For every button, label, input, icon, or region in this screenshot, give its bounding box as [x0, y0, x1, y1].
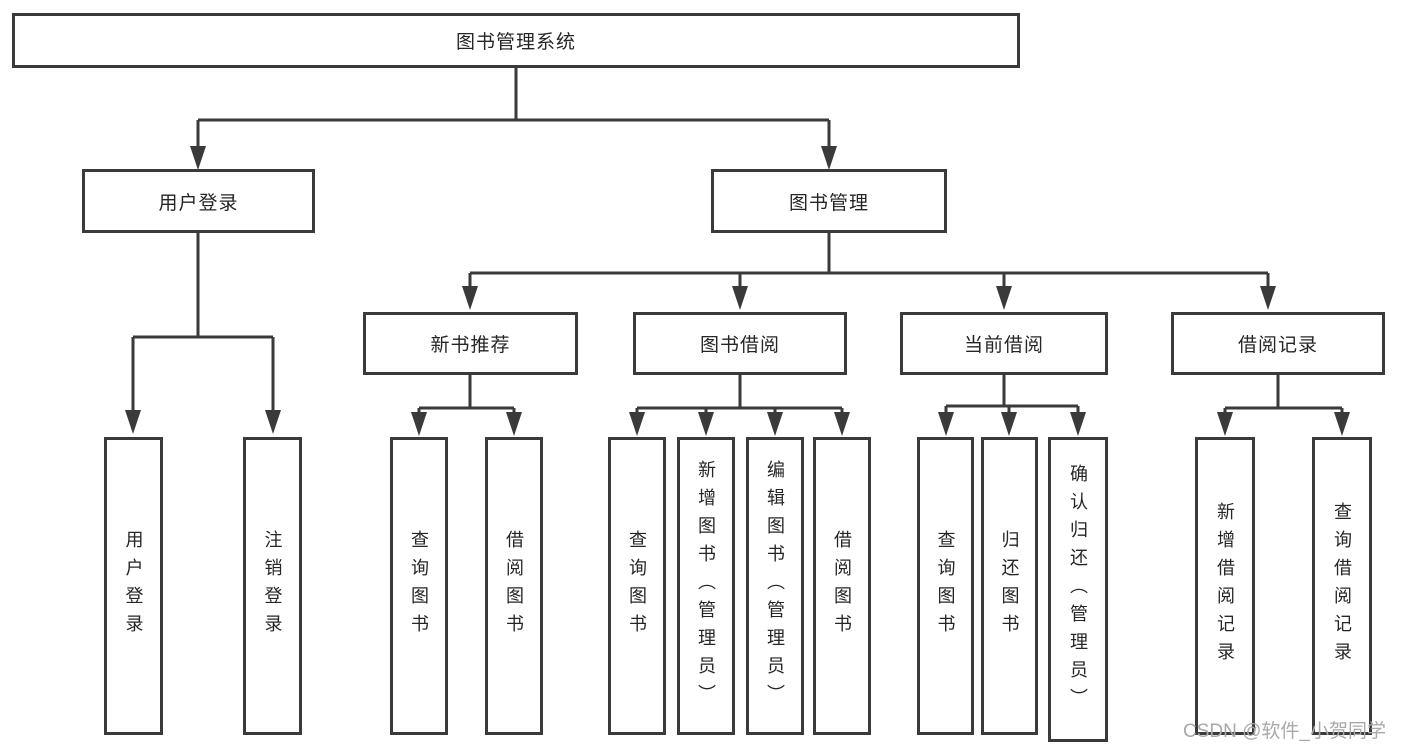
leaf-add-books-admin: 新增图书（管理员）: [677, 437, 735, 735]
csdn-watermark: CSDN @软件_小贺同学: [1183, 721, 1386, 742]
node-user-login: 用户登录: [82, 169, 315, 233]
node-book-management: 图书管理: [711, 169, 947, 233]
leaf-edit-books-admin: 编辑图书（管理员）: [746, 437, 804, 735]
node-borrow-records: 借阅记录: [1171, 312, 1385, 375]
node-library-management-system: 图书管理系统: [12, 13, 1020, 68]
node-current-borrowing: 当前借阅: [900, 312, 1108, 375]
node-new-book-recommend: 新书推荐: [363, 312, 578, 375]
leaf-borrow-books-recommend: 借阅图书: [485, 437, 543, 735]
node-book-borrowing: 图书借阅: [633, 312, 847, 375]
leaf-add-borrow-record: 新增借阅记录: [1195, 437, 1255, 735]
leaf-query-books-recommend: 查询图书: [390, 437, 448, 735]
leaf-confirm-return-admin: 确认归还（管理员）: [1048, 437, 1108, 742]
leaf-query-borrow-record: 查询借阅记录: [1312, 437, 1372, 735]
leaf-user-login: 用户登录: [104, 437, 163, 735]
leaf-logout: 注销登录: [243, 437, 302, 735]
leaf-query-books-current: 查询图书: [917, 437, 974, 735]
leaf-query-books-borrowing: 查询图书: [608, 437, 666, 735]
leaf-borrow-books: 借阅图书: [813, 437, 871, 735]
leaf-return-books: 归还图书: [981, 437, 1038, 735]
